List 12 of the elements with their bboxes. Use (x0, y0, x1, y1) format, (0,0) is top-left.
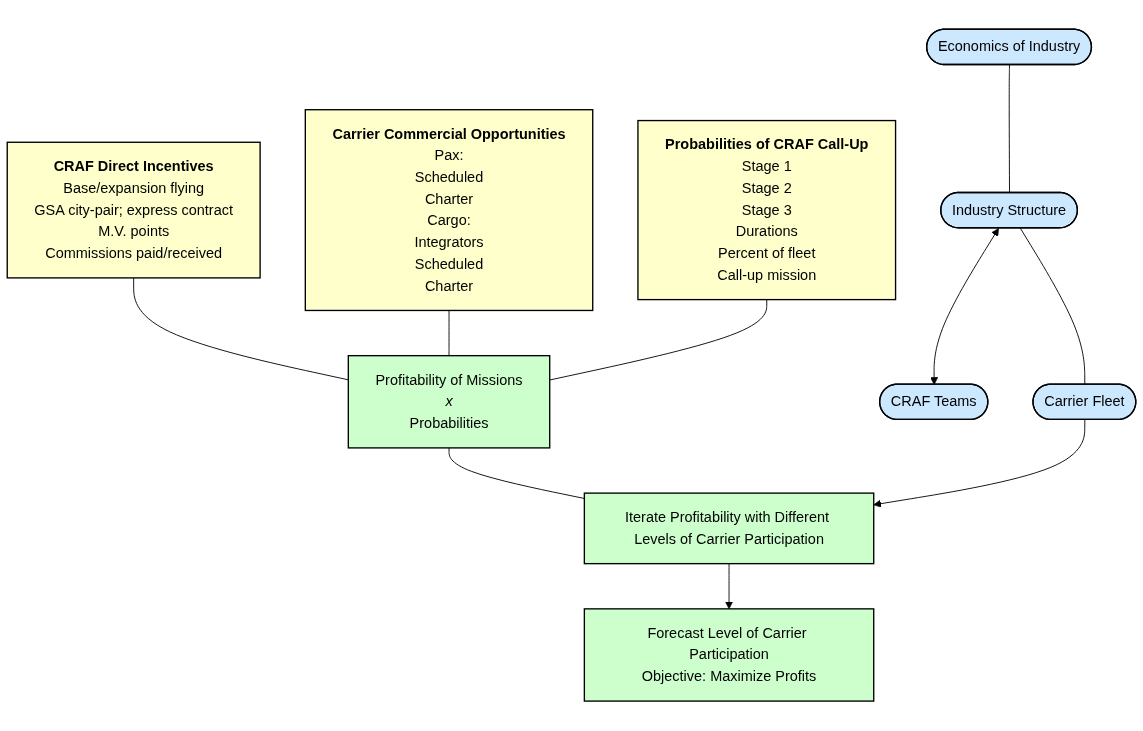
connector (1019, 228, 1086, 386)
connector (448, 447, 585, 500)
node-box: Iterate Profitability with Different Levels of Carrier Participation (583, 492, 875, 565)
connector (549, 299, 768, 381)
node-box: Forecast Level of Carrier Participation Objective: Maximize Profits (583, 608, 875, 703)
connector (133, 277, 349, 381)
node-box: Probabilities of CRAF Call-Up Stage 1 Stage 2 Stage 3 Durations Percent of fleet Call-up mission (637, 120, 897, 301)
connector (448, 310, 450, 357)
connector (1008, 64, 1010, 194)
node-box: Profitability of Missions x Probabilities (347, 355, 551, 449)
node-box: Carrier Commercial Opportunities Pax: Scheduled Charter Cargo: Integrators Scheduled Charter (304, 109, 594, 312)
node-box: CRAF Direct Incentives Base/expansion flying GSA city-pair; express contract M.V. points Commissions paid/received (6, 141, 261, 279)
